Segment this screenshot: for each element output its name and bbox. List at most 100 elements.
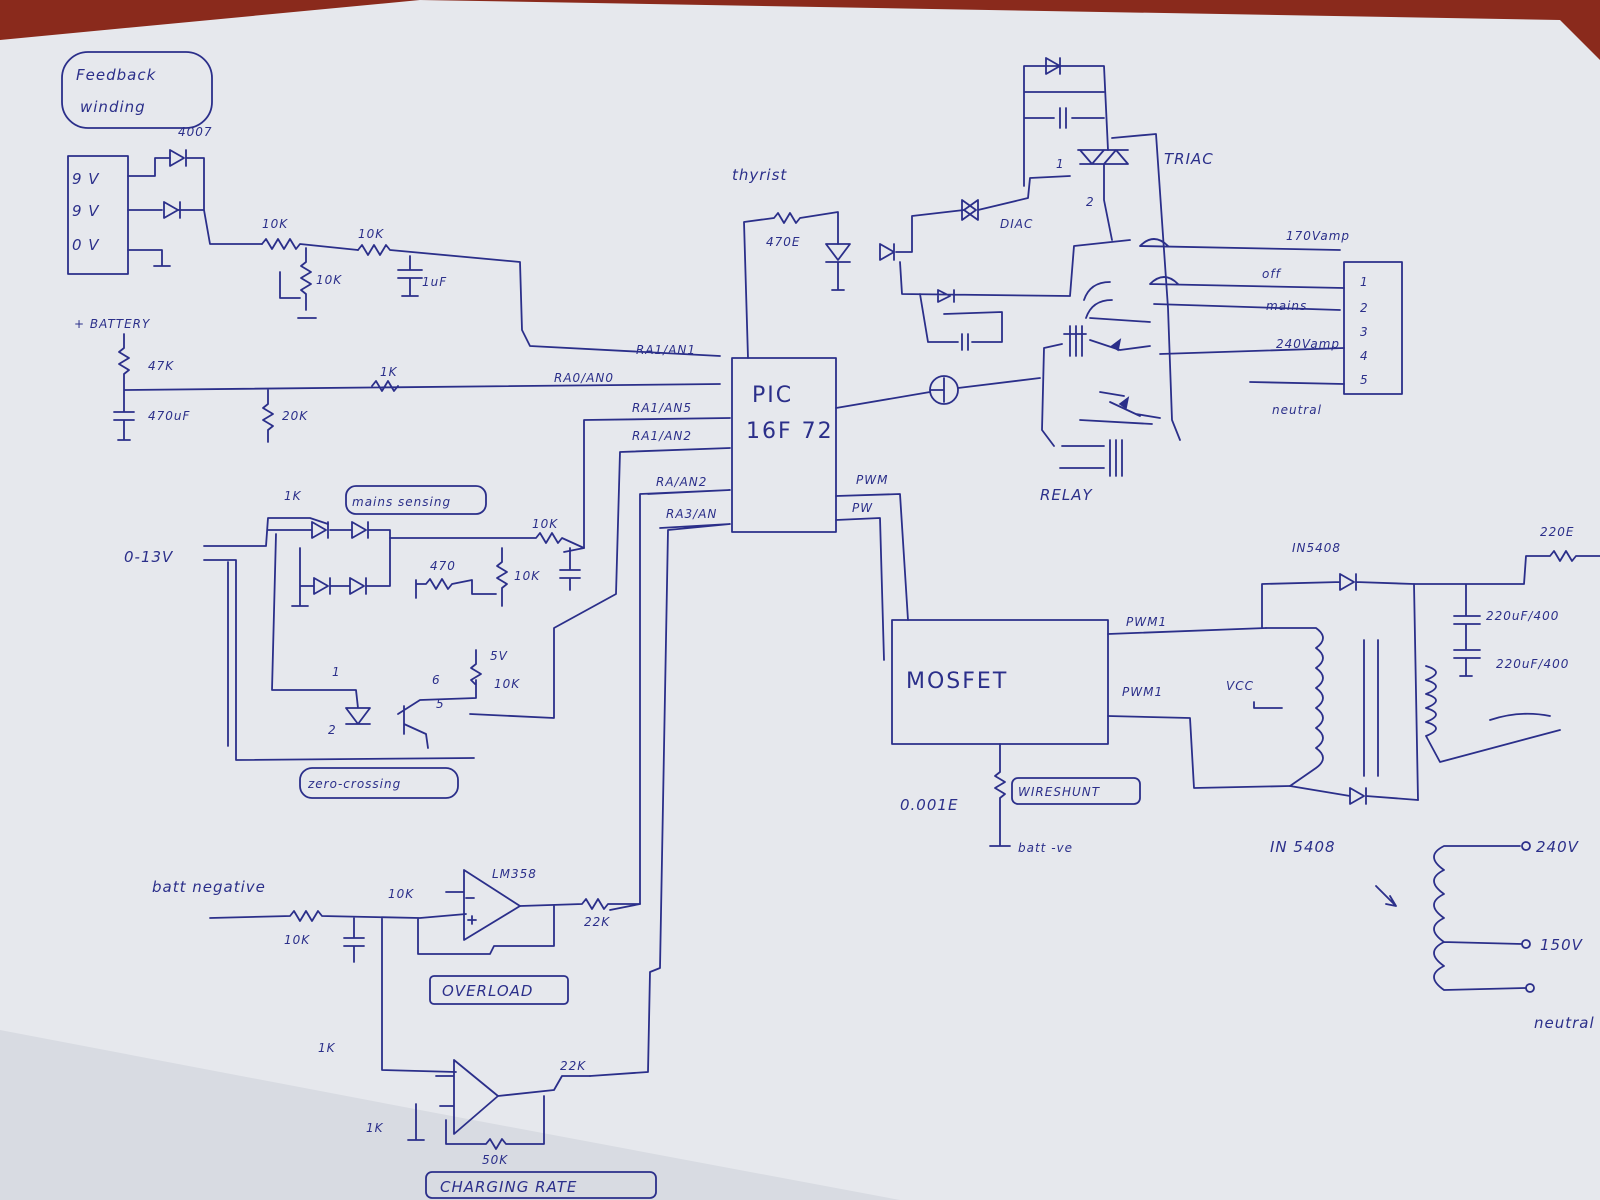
mains-sense-to-pic — [389, 532, 585, 549]
r-470e-label: 470E — [766, 235, 801, 249]
pic-to-relay-wire — [835, 377, 1041, 409]
pin-ra1-an2: RA1/AN2 — [632, 429, 692, 443]
paper-shadow — [0, 1030, 900, 1200]
pin-ra1-an1: RA1/AN1 — [636, 343, 696, 357]
feedback-label-line1: Feedback — [76, 66, 157, 84]
bridge-rectifier — [267, 521, 391, 607]
mains-sense-cap — [559, 547, 581, 591]
pin-ra-an2: RA/AN2 — [656, 475, 707, 489]
overload-box — [429, 975, 569, 1005]
zc-pin2: 2 — [328, 723, 337, 737]
transistor-inner — [929, 377, 945, 403]
tap-240v-label: 240V — [1536, 838, 1580, 856]
opto-diode — [879, 209, 965, 261]
pin-ra1-an5: RA1/AN5 — [632, 401, 692, 415]
transformer-primary — [1265, 627, 1324, 787]
rectifier-top — [1261, 573, 1419, 801]
out-off: off — [1262, 267, 1282, 281]
diode-4007-label: 4007 — [178, 125, 213, 139]
r-220e-label: 220E — [1540, 525, 1575, 539]
snubber-network — [1023, 57, 1109, 187]
tap-0v: 0 V — [72, 236, 100, 254]
pwm-label-a: PWM — [856, 473, 888, 487]
zc-pin6: 6 — [432, 673, 441, 687]
r-22k-label: 22K — [584, 915, 610, 929]
thyristor-diode — [825, 243, 851, 291]
triac-pin1: 1 — [1056, 157, 1065, 171]
overload-output — [519, 898, 641, 910]
r-20k-label: 20K — [282, 409, 308, 423]
r-10k-1-label: 10K — [262, 217, 288, 231]
c-1uf-label: 1uF — [422, 275, 447, 289]
out-240vamp: 240Vamp — [1276, 337, 1340, 351]
pic-model-label: 16F 72 — [746, 419, 834, 444]
zero-crossing-label: zero-crossing — [307, 777, 401, 791]
diode-4007-bottom — [163, 201, 181, 219]
r-22k-cr-label: 22K — [560, 1059, 586, 1073]
diac-symbol — [961, 175, 1071, 221]
pwm-label-b: PW — [852, 501, 873, 515]
wire-shunt-label: WIRESHUNT — [1018, 785, 1101, 799]
tap-neutral-terminal — [1525, 983, 1535, 993]
feedback-label-line2: winding — [80, 98, 146, 116]
thyristor-label: thyrist — [732, 166, 787, 184]
batt-neg-bottom-label: batt -ve — [1018, 841, 1073, 855]
triac-symbol — [1077, 149, 1129, 241]
in5408-top-label: IN5408 — [1292, 541, 1341, 555]
vcc-label: VCC — [1226, 679, 1254, 693]
r-470-ms-label: 470 — [430, 559, 456, 573]
output-coil-scribble — [1425, 665, 1561, 763]
mains-sense-input — [203, 517, 475, 761]
out-mains: mains — [1266, 299, 1307, 313]
feedback-label-box — [61, 51, 213, 129]
overload-input — [209, 905, 555, 1073]
resistor-10k-2 — [357, 244, 721, 357]
output-wires — [1083, 238, 1345, 385]
pic-label: PIC — [752, 383, 793, 408]
out-neutral: neutral — [1272, 403, 1322, 417]
tap-neutral-label: neutral — [1534, 1014, 1595, 1032]
c-220uf-a-label: 220uF/400 — [1486, 609, 1559, 623]
in5408-bottom-label: IN 5408 — [1270, 838, 1336, 856]
relay-label: RELAY — [1040, 486, 1094, 504]
r-470-pot — [415, 547, 508, 607]
cap-1uf — [397, 255, 423, 297]
r-1k-main-label: 1K — [380, 365, 398, 379]
pwm1-label-b: PWM1 — [1122, 685, 1163, 699]
mosfet-output-wires — [1107, 627, 1291, 789]
conn-pin3: 3 — [1360, 325, 1369, 339]
r-10k-ms2-label: 10K — [514, 569, 540, 583]
triac-pin2: 2 — [1086, 195, 1095, 209]
divider-pot-10k — [279, 247, 317, 319]
tap-240v-terminal — [1521, 841, 1531, 851]
v-5v-label: 5V — [490, 649, 508, 663]
r-47k-label: 47K — [148, 359, 174, 373]
r-10k-zc-label: 10K — [494, 677, 520, 691]
conn-pin5: 5 — [1360, 373, 1369, 387]
overload-label: OVERLOAD — [442, 982, 533, 1000]
mosfet-label: MOSFET — [906, 669, 1008, 694]
thyristor-wire — [743, 211, 839, 359]
lm358-label: LM358 — [492, 867, 537, 881]
tap-9v-b: 9 V — [72, 202, 100, 220]
mains-sensing-box — [345, 485, 487, 515]
r-10k-ms-label: 10K — [532, 517, 558, 531]
c-470uf-label: 470uF — [148, 409, 191, 423]
triac-gate-wire — [1111, 133, 1181, 441]
pwm1-label-a: PWM1 — [1126, 615, 1167, 629]
r-1k-cr2-label: 1K — [366, 1121, 384, 1135]
diode-4007-top — [169, 149, 187, 167]
output-connector — [1343, 261, 1403, 395]
pin-ra-an3: RA3/AN — [666, 507, 717, 521]
charging-rate-opamp — [407, 1059, 545, 1150]
mains-sensing-label: mains sensing — [352, 495, 451, 509]
battery-plus-label: + BATTERY — [74, 317, 151, 331]
conn-pin2: 2 — [1360, 301, 1369, 315]
r-10k-ol-a-label: 10K — [388, 887, 414, 901]
rectifier-bottom — [1289, 785, 1419, 805]
feedback-wires — [127, 157, 263, 267]
lm358-opamp — [445, 869, 521, 941]
battery-divider — [113, 333, 721, 443]
zc-pin1: 1 — [332, 665, 341, 679]
